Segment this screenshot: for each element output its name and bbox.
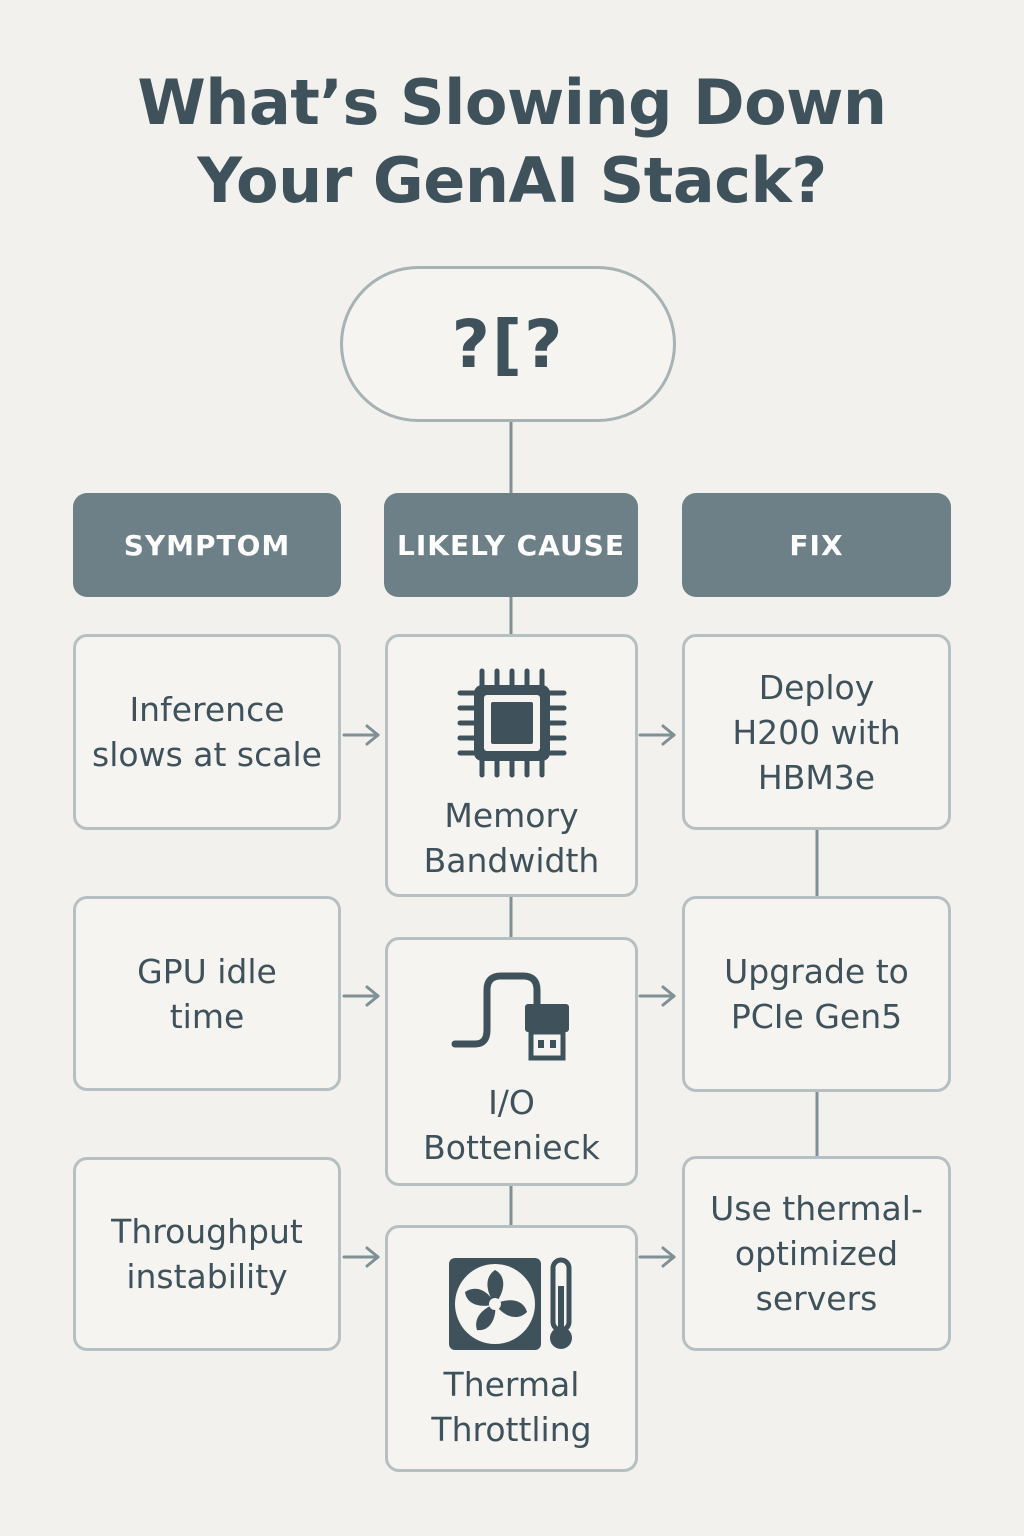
- cause-3-line-1: Thermal: [443, 1365, 580, 1404]
- symptom-2-line-2: time: [169, 996, 245, 1036]
- fix-2-line-1: Upgrade to: [724, 952, 909, 991]
- cause-2-line-1: I/O: [488, 1083, 535, 1122]
- fix-1-line-3: HBM3e: [757, 757, 876, 797]
- arrow-symptom-2: [342, 985, 380, 1007]
- fix-1-line-1: Deploy: [758, 667, 875, 707]
- header-likely-cause: LIKELY CAUSE: [384, 493, 638, 597]
- symptom-1-line-2: slows at scale: [92, 735, 322, 774]
- cause-1-line-1: Memory: [444, 796, 579, 835]
- fix-box-2: Upgrade to PCIe Gen5: [682, 896, 951, 1092]
- symptom-1-line-1: Inference: [129, 690, 285, 729]
- symptom-box-3: Throughput instability: [73, 1157, 341, 1351]
- arrow-cause-1: [638, 724, 676, 746]
- symptom-3-line-2: instability: [126, 1257, 288, 1296]
- arrow-cause-3: [638, 1246, 676, 1268]
- fan-thermometer-icon: [448, 1257, 572, 1350]
- header-fix: FIX: [682, 493, 951, 597]
- cause-1-line-2: Bandwidth: [423, 841, 600, 880]
- fix-3-line-3: servers: [755, 1279, 878, 1318]
- arrow-symptom-1: [342, 724, 380, 746]
- page-title: What’s Slowing Down Your GenAI Stack?: [0, 64, 1024, 220]
- header-symptom: SYMPTOM: [73, 493, 341, 597]
- title-line-1: What’s Slowing Down: [137, 66, 887, 139]
- cause-box-1: Memory Bandwidth: [385, 634, 638, 897]
- question-node: ?[?: [340, 266, 676, 422]
- fix-3-line-2: optimized: [734, 1234, 899, 1273]
- question-glyph: ?[?: [451, 305, 565, 383]
- cause-3-line-2: Throttling: [431, 1410, 592, 1449]
- fix-1-line-2: H200 with: [732, 712, 901, 752]
- arrow-symptom-3: [342, 1246, 380, 1268]
- arrow-cause-2: [638, 985, 676, 1007]
- fix-2-line-2: PCIe Gen5: [730, 997, 903, 1036]
- fix-3-line-1: Use thermal-: [710, 1189, 923, 1228]
- cause-box-3: Thermal Throttling: [385, 1225, 638, 1472]
- symptom-3-line-1: Throughput: [111, 1212, 303, 1251]
- symptom-box-2: GPU idle time: [73, 896, 341, 1091]
- symptom-box-1: Inference slows at scale: [73, 634, 341, 830]
- cause-2-line-2: Bottenieck: [423, 1128, 600, 1167]
- fix-box-1: Deploy H200 with HBM3e: [682, 634, 951, 830]
- symptom-2-line-1: GPU idle: [137, 951, 277, 991]
- cable-plug-icon: [451, 972, 569, 1061]
- title-line-2: Your GenAI Stack?: [197, 144, 827, 217]
- cause-box-2: I/O Bottenieck: [385, 937, 638, 1186]
- chip-icon: [457, 668, 566, 778]
- fix-box-3: Use thermal- optimized servers: [682, 1156, 951, 1351]
